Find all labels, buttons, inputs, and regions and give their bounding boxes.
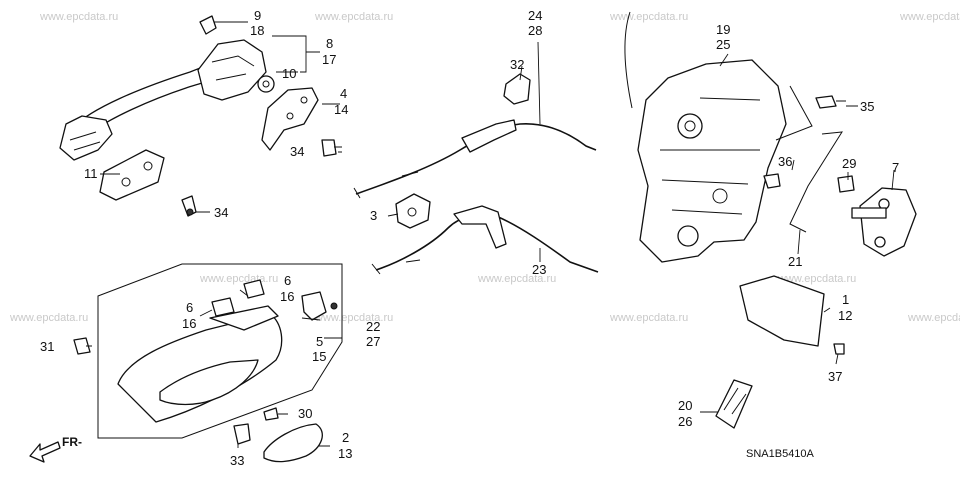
callout-16-left: 16 [182,316,196,331]
watermark: www.epcdata.ru [199,273,278,285]
callout-16-right: 16 [280,289,294,304]
callout-21: 21 [788,254,802,269]
callout-29: 29 [842,156,856,171]
callout-34-lower: 34 [214,205,228,220]
callout-26: 26 [678,414,692,429]
callout-12: 12 [838,308,852,323]
callout-28: 28 [528,23,542,38]
callout-9: 9 [254,8,261,23]
callout-27: 27 [366,334,380,349]
callout-22: 22 [366,319,380,334]
callout-3: 3 [370,208,377,223]
callout-34-upper: 34 [290,144,304,159]
callout-18: 18 [250,23,264,38]
watermark: www.epcdata.ru [314,11,393,23]
callout-33: 33 [230,453,244,468]
inner-handle-assembly [73,263,343,463]
direction-arrow: FR- [29,435,82,463]
callout-31: 31 [40,339,54,354]
callout-10: 10 [282,66,296,81]
watermark-layer: www.epcdata.ru www.epcdata.ru www.epcdat… [9,11,960,324]
watermark: www.epcdata.ru [477,273,556,285]
callout-35: 35 [860,99,874,114]
watermark: www.epcdata.ru [39,11,118,23]
callout-5: 5 [316,334,323,349]
callout-24: 24 [528,8,542,23]
callout-4: 4 [340,86,347,101]
callout-32: 32 [510,57,524,72]
callout-8: 8 [326,36,333,51]
cable-assembly [353,73,599,275]
callout-13: 13 [338,446,352,461]
callout-labels: 9 18 8 17 10 4 14 34 11 34 24 28 32 3 23… [40,8,899,468]
watermark: www.epcdata.ru [777,273,856,285]
watermark: www.epcdata.ru [609,312,688,324]
callout-15: 15 [312,349,326,364]
watermark: www.epcdata.ru [609,11,688,23]
callout-17: 17 [322,52,336,67]
watermark: www.epcdata.ru [907,312,960,324]
callout-6-right: 6 [284,273,291,288]
watermark: www.epcdata.ru [314,312,393,324]
callout-7: 7 [892,160,899,175]
direction-label: FR- [62,435,82,449]
callout-19: 19 [716,22,730,37]
watermark: www.epcdata.ru [899,11,960,23]
callout-37: 37 [828,369,842,384]
callout-23: 23 [532,262,546,277]
outer-handle-assembly [59,15,342,217]
leader-lines [86,21,895,448]
callout-2: 2 [342,430,349,445]
watermark: www.epcdata.ru [9,312,88,324]
callout-14: 14 [334,102,348,117]
callout-1: 1 [842,292,849,307]
callout-30: 30 [298,406,312,421]
diagram-code: SNA1B5410A [746,448,815,460]
callout-25: 25 [716,37,730,52]
latch-assembly [624,11,917,429]
fr-arrow-icon [29,441,61,463]
callout-11: 11 [84,166,98,181]
callout-20: 20 [678,398,692,413]
callout-36: 36 [778,154,792,169]
callout-6-left: 6 [186,300,193,315]
